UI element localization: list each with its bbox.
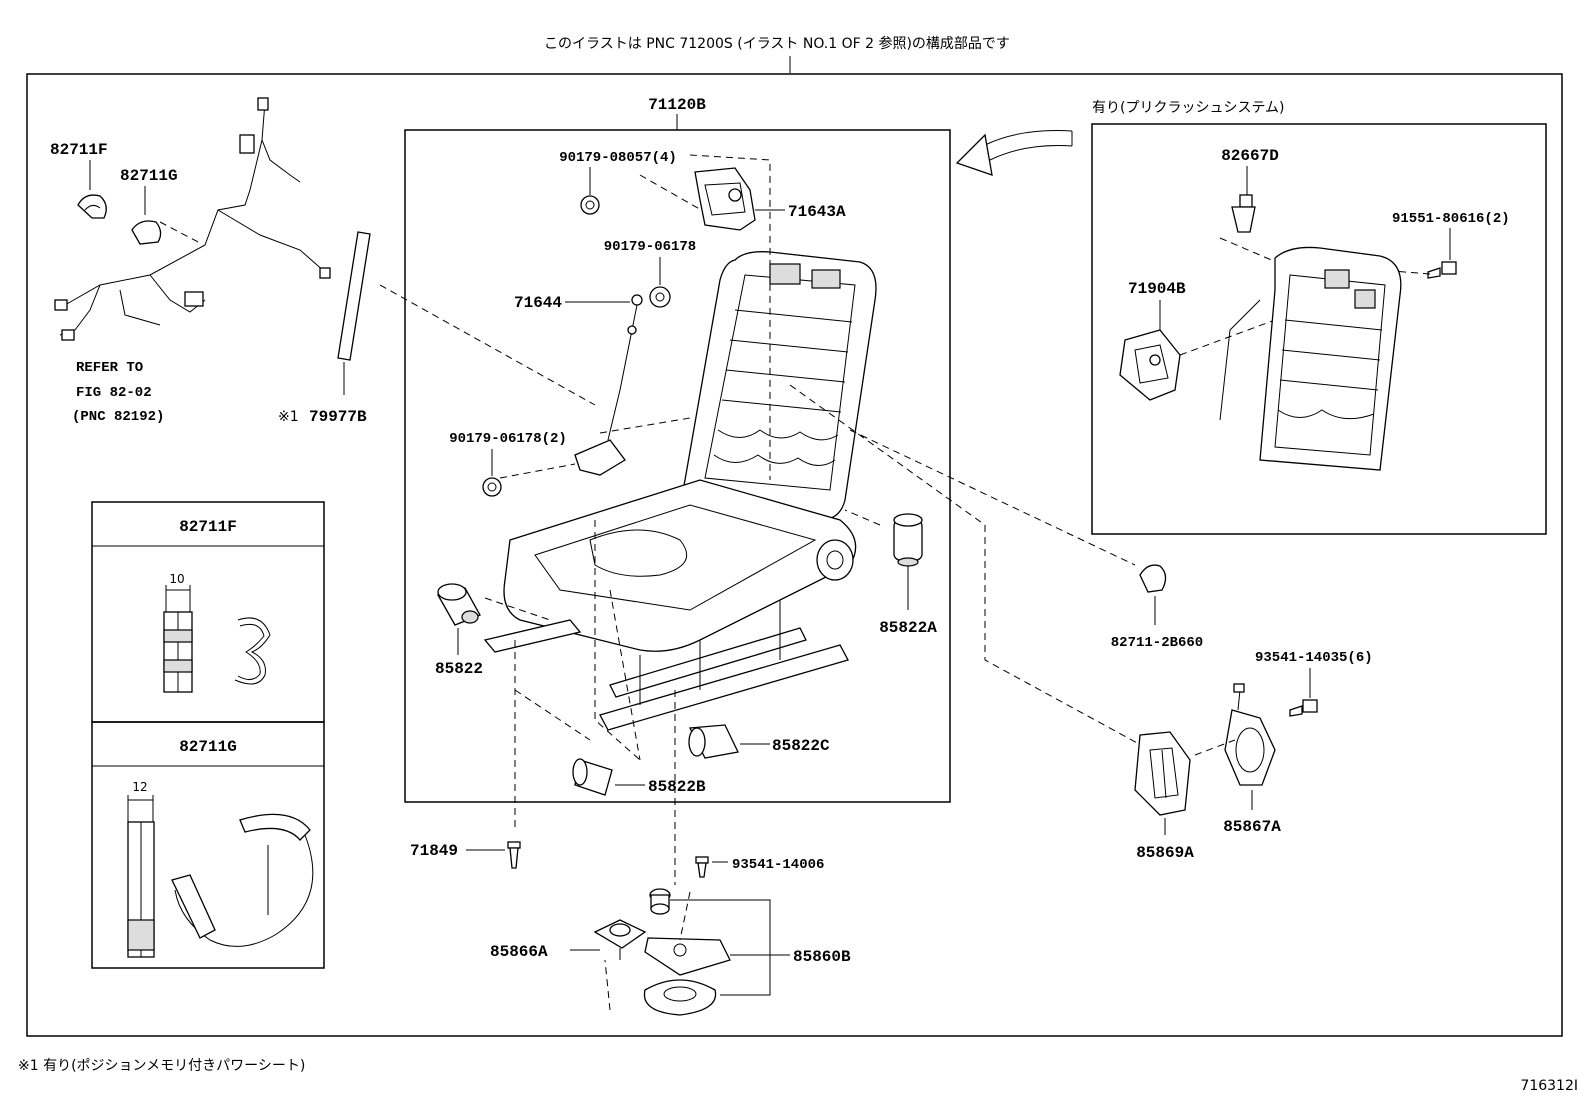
label-85822[interactable]: 85822	[435, 660, 483, 678]
label-71643A[interactable]: 71643A	[788, 203, 846, 221]
label-82711-2B660[interactable]: 82711-2B660	[1111, 635, 1203, 651]
bolt-91551-80616	[1427, 261, 1457, 279]
detail-box-82711G: 82711G 12	[91, 721, 325, 969]
precrash-title: 有り(プリクラッシュシステム)	[1092, 100, 1285, 116]
bracket-71904B	[1119, 329, 1181, 401]
bracket-85867A	[1224, 683, 1276, 786]
label-85822B[interactable]: 85822B	[648, 778, 706, 796]
bracket-85860B	[643, 937, 731, 1016]
sensor-82667D	[1231, 194, 1256, 233]
label-71904B[interactable]: 71904B	[1128, 280, 1186, 298]
label-71120B[interactable]: 71120B	[648, 96, 706, 114]
outer-frame	[26, 73, 1563, 1037]
strip-79977B	[337, 231, 371, 361]
grommet	[649, 888, 671, 915]
detail-title-82711F: 82711F	[179, 518, 237, 536]
motor-85822C	[688, 724, 739, 759]
detail-box-82711F: 82711F 10	[91, 501, 325, 723]
label-82711F[interactable]: 82711F	[50, 141, 108, 159]
precrash-box	[1091, 123, 1547, 535]
motor-85822A	[893, 513, 923, 567]
label-90179-06178-double[interactable]: 90179-06178(2)	[449, 431, 567, 447]
label-79977B[interactable]: 79977B	[309, 408, 367, 426]
motor-85822	[437, 583, 481, 626]
motor-85822B	[572, 758, 613, 796]
nut-90179-08057	[580, 195, 600, 215]
clip-82711F	[77, 194, 107, 219]
figure-code: 716312I	[1520, 1078, 1578, 1094]
detail-dim-82711F: 10	[169, 572, 184, 586]
curved-arrow-icon	[955, 130, 1073, 176]
label-85867A[interactable]: 85867A	[1223, 818, 1281, 836]
label-71849[interactable]: 71849	[410, 842, 458, 860]
nut-90179-06178-double	[482, 477, 502, 497]
label-82667D[interactable]: 82667D	[1221, 147, 1279, 165]
label-71644[interactable]: 71644	[514, 294, 562, 312]
label-85822C[interactable]: 85822C	[772, 737, 830, 755]
label-85869A[interactable]: 85869A	[1136, 844, 1194, 862]
label-85822A[interactable]: 85822A	[879, 619, 937, 637]
refer-line-3: (PNC 82192)	[72, 409, 164, 425]
label-90179-06178-single[interactable]: 90179-06178	[604, 239, 696, 255]
detail-dim-82711G: 12	[132, 780, 147, 794]
wire-harness-illustration	[54, 97, 331, 341]
label-93541-14006[interactable]: 93541-14006	[732, 857, 824, 873]
detail-title-82711G: 82711G	[179, 738, 237, 756]
seat-frame-illustration	[483, 251, 877, 731]
seatback-partial-illustration	[1219, 246, 1402, 471]
label-82711G[interactable]: 82711G	[120, 167, 178, 185]
cable-71644	[574, 294, 643, 476]
clip-82711-2B660	[1139, 564, 1167, 593]
refer-line-1: REFER TO	[76, 360, 143, 376]
nut-90179-06178	[649, 286, 671, 308]
label-91551-80616[interactable]: 91551-80616(2)	[1392, 211, 1510, 227]
header-note: このイラストは PNC 71200S (イラスト NO.1 OF 2 参照)の構…	[544, 35, 1010, 52]
refer-line-2: FIG 82-02	[76, 385, 152, 401]
label-85866A[interactable]: 85866A	[490, 943, 548, 961]
bolt-93541-14035	[1289, 699, 1318, 717]
label-85860B[interactable]: 85860B	[793, 948, 851, 966]
clip-82711G	[131, 220, 162, 245]
bracket-71643A	[694, 167, 756, 231]
screw-71849	[507, 841, 521, 869]
footnote: ※1 有り(ポジションメモリ付きパワーシート)	[18, 1058, 305, 1074]
label-93541-14035[interactable]: 93541-14035(6)	[1255, 650, 1373, 666]
screw-93541-14006	[695, 856, 709, 878]
label-79977B-prefix: ※1	[278, 409, 299, 425]
bracket-85869A	[1134, 731, 1191, 816]
sensor-85866A	[593, 919, 647, 960]
label-90179-08057[interactable]: 90179-08057(4)	[559, 150, 677, 166]
